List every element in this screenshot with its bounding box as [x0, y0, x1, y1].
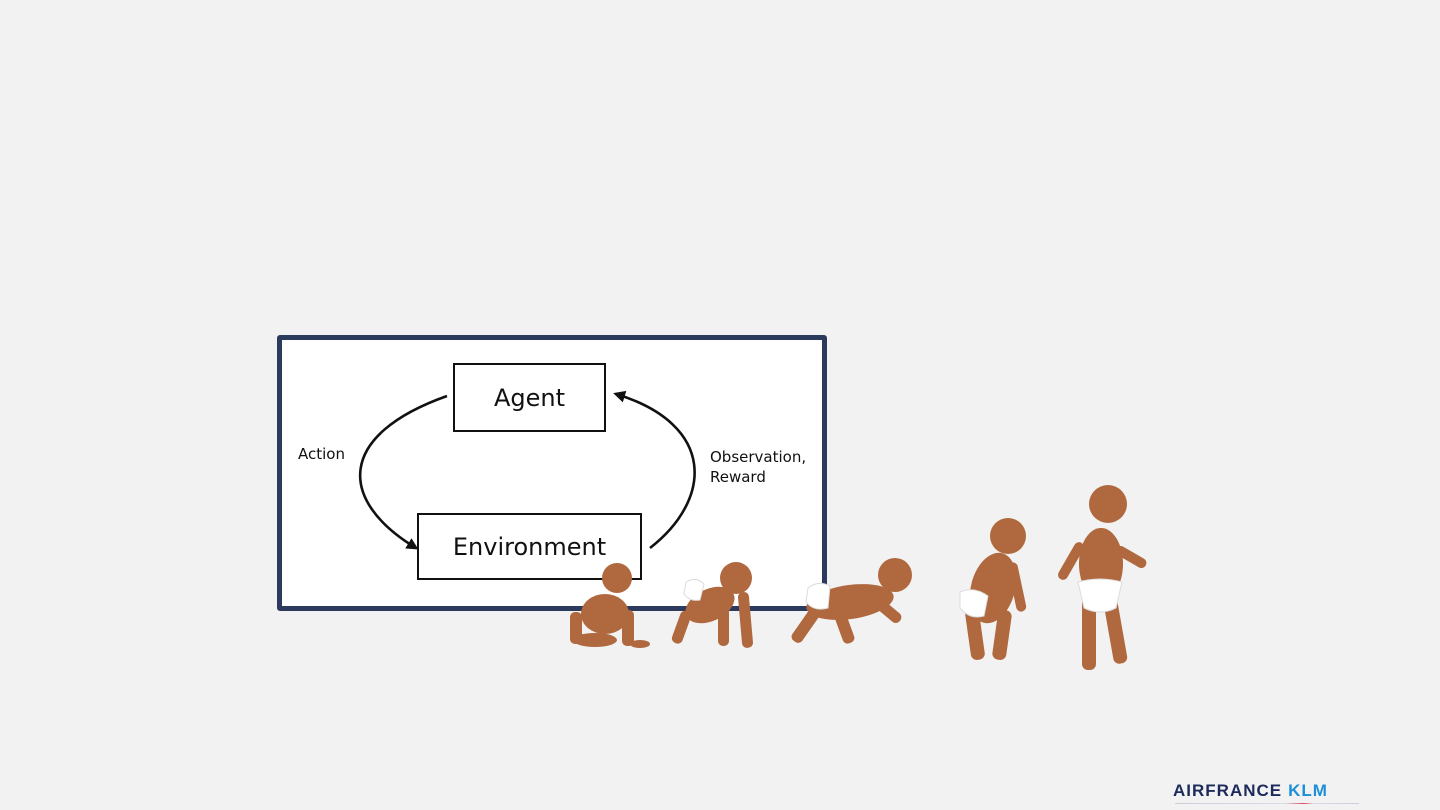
- logo-underline: [1175, 803, 1359, 804]
- baby-figure-2: [671, 562, 754, 648]
- agent-node: Agent: [453, 363, 606, 432]
- observation-reward-arrow: [613, 390, 696, 550]
- baby-figure-5: [1058, 485, 1147, 670]
- airfrance-klm-logo: AIRFRANCE KLM: [1173, 781, 1363, 807]
- reward-label: Reward: [710, 468, 766, 486]
- diaper-3: [805, 582, 831, 610]
- observation-label: Observation,: [710, 448, 807, 466]
- diaper-5: [1077, 578, 1123, 613]
- baby-figure-1: [570, 563, 650, 648]
- diaper-2: [683, 578, 705, 601]
- action-arrow: [358, 394, 448, 550]
- baby-development-illustration: [570, 485, 1147, 670]
- agent-label: Agent: [493, 383, 566, 412]
- logo-text: AIRFRANCE KLM: [1173, 781, 1328, 801]
- environment-node: Environment: [417, 513, 642, 580]
- diagram-arrows: [358, 390, 696, 550]
- environment-label: Environment: [452, 532, 607, 561]
- observation-reward-label: Observation, Reward: [710, 447, 806, 487]
- diaper-4: [959, 589, 989, 618]
- logo-airfrance: AIRFRANCE: [1173, 781, 1283, 800]
- logo-klm: KLM: [1288, 781, 1328, 800]
- rl-loop-diagram: Agent Environment Action Observation, Re…: [277, 335, 827, 611]
- action-label: Action: [298, 445, 345, 463]
